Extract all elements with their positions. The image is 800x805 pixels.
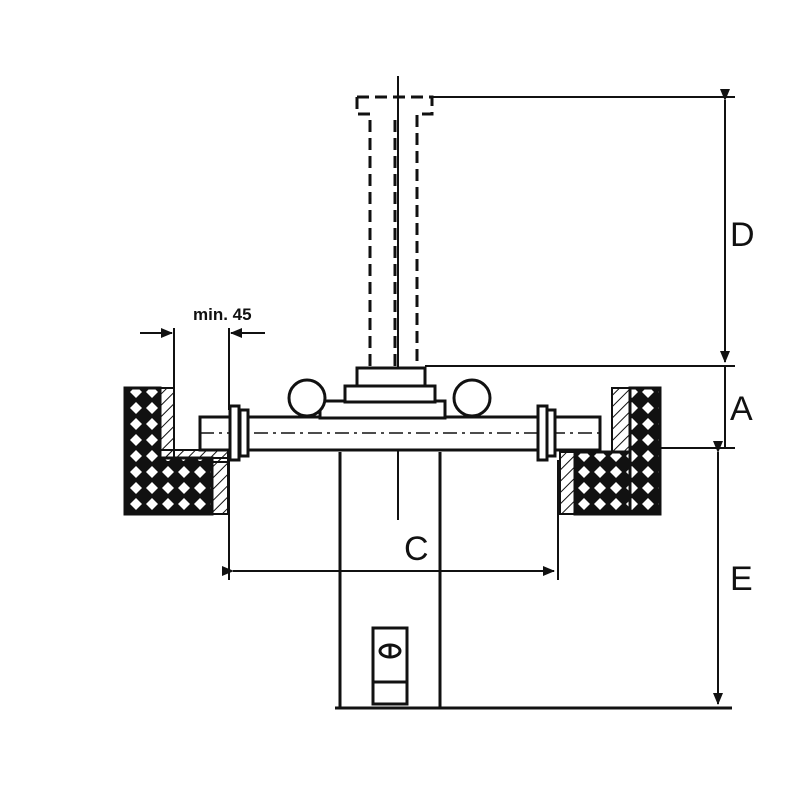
right-wall <box>559 386 662 516</box>
dimension-a <box>660 366 735 449</box>
dimension-min45 <box>140 328 265 420</box>
dimension-d-label: D <box>730 216 755 254</box>
dimension-c-label: C <box>404 530 429 568</box>
dimension-c <box>222 460 559 580</box>
min-gap-label: min. 45 <box>193 305 252 324</box>
cross-beam <box>198 366 602 462</box>
right-roller <box>452 378 492 418</box>
dimension-d <box>425 89 735 367</box>
lock-block <box>371 626 409 706</box>
center-hub <box>318 399 447 420</box>
left-flange <box>228 404 241 462</box>
lift-body <box>338 452 442 708</box>
left-wall <box>123 386 229 516</box>
dashed-column <box>355 95 434 366</box>
dimension-e-label: E <box>730 560 753 598</box>
left-roller <box>287 378 327 418</box>
dimension-a-label: A <box>730 390 753 428</box>
